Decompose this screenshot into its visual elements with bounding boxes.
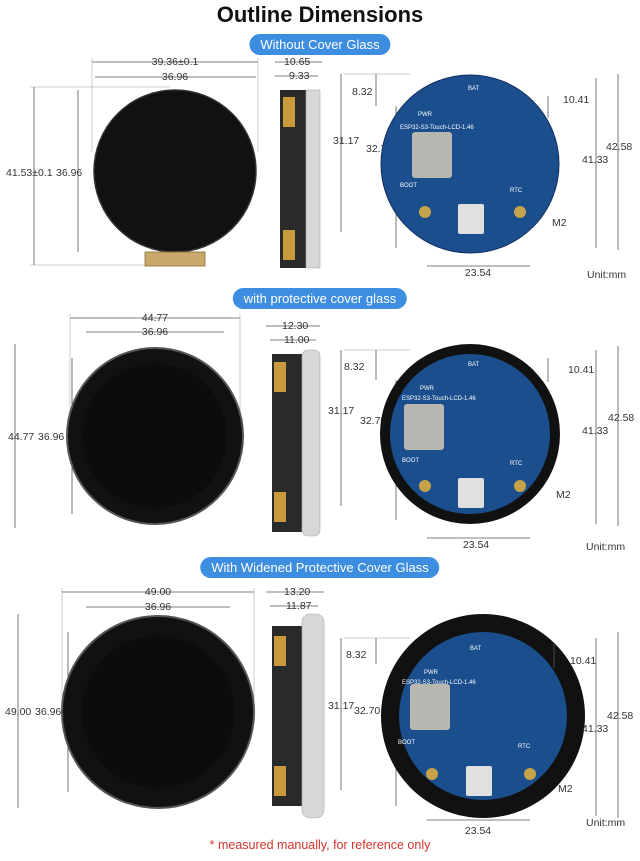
diagram-protective: 44.77 36.96 44.77 36.96 12.30 11.00 8.32 [8, 312, 634, 550]
back-left-outer: 31.17 [328, 700, 354, 712]
board-boot: BOOT [398, 740, 415, 746]
unit-label: Unit:mm [586, 541, 625, 550]
board-rtc: RTC [510, 461, 523, 467]
side-outer: 10.65 [284, 56, 310, 68]
m2-label: M2 [556, 489, 571, 501]
back-right-inner: 41.33 [582, 425, 608, 437]
front-view: 39.36±0.1 36.96 41.53±0.1 36.96 [6, 56, 259, 267]
back-right-top: 10.41 [563, 94, 589, 106]
board-pwr: PWR [418, 112, 433, 118]
board-pwr: PWR [420, 386, 435, 392]
front-height-outer: 41.53±0.1 [6, 167, 53, 179]
side-inner: 11.87 [286, 600, 312, 612]
back-right-inner: 41.33 [582, 154, 608, 166]
m2-label: M2 [552, 217, 567, 229]
back-bottom: 23.54 [463, 539, 489, 550]
section-without-cover: 39.36±0.1 36.96 41.53±0.1 36.96 10.65 9.… [0, 52, 640, 302]
diagram-without-cover: 39.36±0.1 36.96 41.53±0.1 36.96 10.65 9.… [6, 56, 632, 281]
back-view: 8.32 31.17 32.70 ESP32-S3-Touch-LCD-1.46… [328, 344, 634, 550]
back-top: 8.32 [344, 361, 365, 373]
board-model: ESP32-S3-Touch-LCD-1.46 [402, 680, 476, 686]
front-width-inner: 36.96 [162, 71, 188, 83]
board-bat: BAT [468, 86, 480, 92]
back-right-outer: 42.58 [608, 412, 634, 424]
front-width-outer: 49.00 [145, 586, 171, 598]
side-view: 13.20 11.87 [266, 586, 325, 819]
unit-label: Unit:mm [586, 817, 625, 829]
front-view: 49.00 36.96 49.00 36.96 [5, 586, 255, 809]
board-rtc: RTC [518, 744, 531, 750]
section-protective: 44.77 36.96 44.77 36.96 12.30 11.00 8.32 [0, 310, 640, 560]
front-width-outer: 44.77 [142, 312, 168, 324]
back-bottom: 23.54 [465, 825, 491, 836]
back-left-inner: 32.70 [354, 705, 380, 717]
board-model: ESP32-S3-Touch-LCD-1.46 [402, 396, 476, 402]
front-height-inner: 36.96 [35, 706, 61, 718]
front-width-outer: 39.36±0.1 [152, 56, 199, 68]
back-view: 8.32 31.17 32.70 ESP32-S3-Touch-LCD-1.46… [333, 73, 632, 281]
front-width-inner: 36.96 [142, 326, 168, 338]
board-bat: BAT [470, 646, 482, 652]
side-outer: 13.20 [284, 586, 310, 598]
footnote: * measured manually, for reference only [209, 838, 431, 852]
back-right-top: 10.41 [570, 655, 596, 667]
back-left-outer: 31.17 [328, 405, 354, 417]
board-boot: BOOT [402, 458, 419, 464]
front-width-inner: 36.96 [145, 601, 171, 613]
back-right-inner: 41.33 [582, 723, 608, 735]
front-view: 44.77 36.96 44.77 36.96 [8, 312, 244, 528]
front-height-inner: 36.96 [56, 167, 82, 179]
board-bat: BAT [468, 362, 480, 368]
back-bottom: 23.54 [465, 267, 491, 279]
front-height-outer: 44.77 [8, 431, 34, 443]
board-model: ESP32-S3-Touch-LCD-1.46 [400, 125, 474, 131]
section-widened: 49.00 36.96 49.00 36.96 13.20 11.87 8.32 [0, 580, 640, 836]
diagram-widened: 49.00 36.96 49.00 36.96 13.20 11.87 8.32 [5, 586, 633, 836]
back-view: 8.32 31.17 32.70 ESP32-S3-Touch-LCD-1.46… [328, 614, 633, 836]
section-pill-without-cover: Without Cover Glass [249, 34, 391, 55]
front-height-inner: 36.96 [38, 431, 64, 443]
back-right-outer: 42.58 [606, 141, 632, 153]
unit-label: Unit:mm [587, 269, 626, 281]
side-outer: 12.30 [282, 320, 308, 332]
front-height-outer: 49.00 [5, 706, 31, 718]
page-title: Outline Dimensions [216, 2, 424, 27]
back-right-outer: 42.58 [607, 710, 633, 722]
side-view: 12.30 11.00 [266, 320, 321, 537]
board-boot: BOOT [400, 183, 417, 189]
side-inner: 9.33 [289, 70, 310, 82]
section-pill-protective: with protective cover glass [232, 288, 408, 309]
back-top: 8.32 [352, 86, 373, 98]
back-right-top: 10.41 [568, 364, 594, 376]
back-top: 8.32 [346, 649, 367, 661]
side-view: 10.65 9.33 [275, 56, 322, 269]
board-pwr: PWR [424, 670, 439, 676]
board-rtc: RTC [510, 188, 523, 194]
m2-label: M2 [558, 783, 573, 795]
section-pill-widened: With Widened Protective Cover Glass [200, 557, 440, 578]
side-inner: 11.00 [284, 334, 310, 346]
back-left-outer: 31.17 [333, 135, 359, 147]
back-left-inner: 32.70 [360, 415, 386, 427]
